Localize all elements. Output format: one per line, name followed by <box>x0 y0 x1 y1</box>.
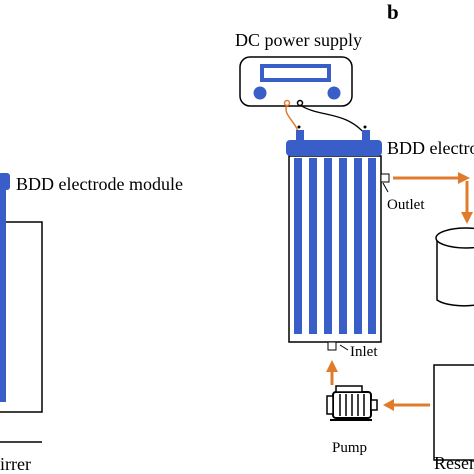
wire-black <box>299 104 367 136</box>
reservoir-cylinder-icon <box>435 227 474 307</box>
power-terminal-negative <box>296 99 304 107</box>
reservoir-label: Reser <box>434 453 474 473</box>
panel-a-bdd-module-label: BDD electrode module <box>16 174 183 194</box>
pump-label: Pump <box>332 440 368 456</box>
power-terminal-positive <box>283 99 291 107</box>
panel-a-stirrer-label: irrer <box>0 454 31 474</box>
reservoir-box <box>433 364 474 461</box>
outlet-port <box>380 173 390 183</box>
inlet-port <box>327 341 337 351</box>
inlet-label: Inlet <box>350 344 378 360</box>
pump-icon <box>326 385 378 421</box>
bdd-electrodes <box>294 158 376 334</box>
stirrer-vessel <box>0 221 43 413</box>
panel-a-electrode-cap <box>0 173 10 190</box>
power-supply-icon <box>239 56 353 107</box>
dc-power-supply-label: DC power supply <box>235 30 362 50</box>
panel-a-electrode-rod <box>0 190 6 402</box>
panel-label-b: b <box>387 0 399 24</box>
electrode-module-cap <box>286 140 382 156</box>
outlet-label: Outlet <box>387 197 425 213</box>
bdd-electrode-label: BDD electrode <box>387 138 474 158</box>
flow-arrows <box>326 172 473 411</box>
reactor-body <box>288 155 382 343</box>
